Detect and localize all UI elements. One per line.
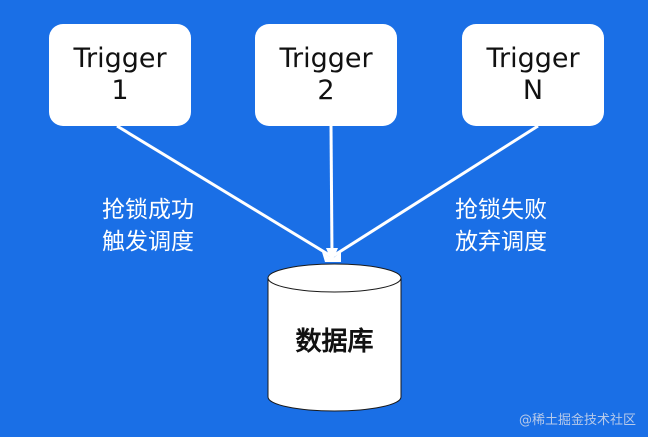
edge-label-failure-line1: 抢锁失败 <box>455 197 547 223</box>
trigger-n-title: Trigger <box>486 43 580 74</box>
trigger-2-title: Trigger <box>279 43 373 74</box>
trigger-n-node: Trigger N <box>462 24 604 126</box>
database-label: 数据库 <box>295 327 374 357</box>
arrow-trigger-1-to-database <box>116 124 332 258</box>
edge-label-success: 抢锁成功 触发调度 <box>102 194 194 258</box>
arrowheads <box>322 248 341 262</box>
trigger-1-number: 1 <box>111 75 129 106</box>
watermark: @稀土掘金技术社区 <box>518 413 636 428</box>
edge-label-failure-line2: 放弃调度 <box>455 229 547 255</box>
trigger-2-node: Trigger 2 <box>255 24 397 126</box>
trigger-1-title: Trigger <box>73 43 167 74</box>
trigger-1-node: Trigger 1 <box>49 24 191 126</box>
arrow-trigger-2-to-database <box>329 125 334 257</box>
edge-label-failure: 抢锁失败 放弃调度 <box>455 194 547 258</box>
arrow-trigger-n-to-database <box>332 124 539 258</box>
trigger-n-number: N <box>522 75 544 106</box>
database-cylinder-icon <box>267 263 402 412</box>
edge-label-success-line1: 抢锁成功 <box>102 197 194 223</box>
edge-label-success-line2: 触发调度 <box>102 229 194 255</box>
trigger-2-number: 2 <box>317 75 335 106</box>
